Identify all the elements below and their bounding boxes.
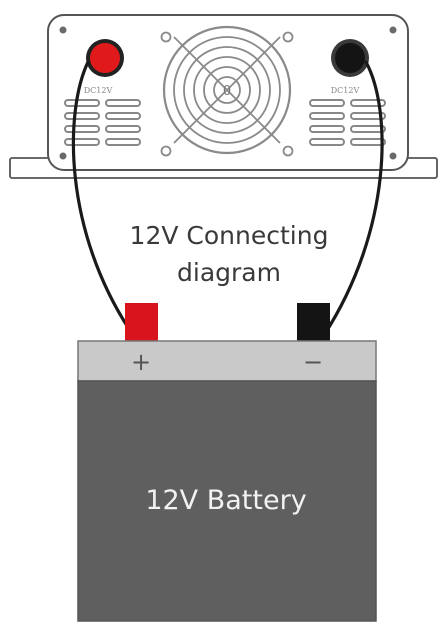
positive-cable xyxy=(71,60,135,337)
caption-line-2: diagram xyxy=(177,258,281,287)
fan-label: 0 xyxy=(223,84,231,99)
negative-port xyxy=(331,39,369,77)
left-port-label: DC12V xyxy=(84,86,113,95)
right-vent-icon xyxy=(309,99,386,146)
positive-port xyxy=(86,39,124,77)
positive-symbol: + xyxy=(131,348,151,376)
caption-line-1: 12V Connecting xyxy=(130,221,329,250)
right-port-label: DC12V xyxy=(331,86,360,95)
negative-symbol: − xyxy=(303,348,323,376)
negative-cable xyxy=(322,60,384,337)
battery-label: 12V Battery xyxy=(145,485,306,516)
positive-terminal xyxy=(125,303,158,341)
battery xyxy=(77,340,377,622)
fan-icon xyxy=(160,25,294,157)
negative-terminal xyxy=(297,303,330,341)
